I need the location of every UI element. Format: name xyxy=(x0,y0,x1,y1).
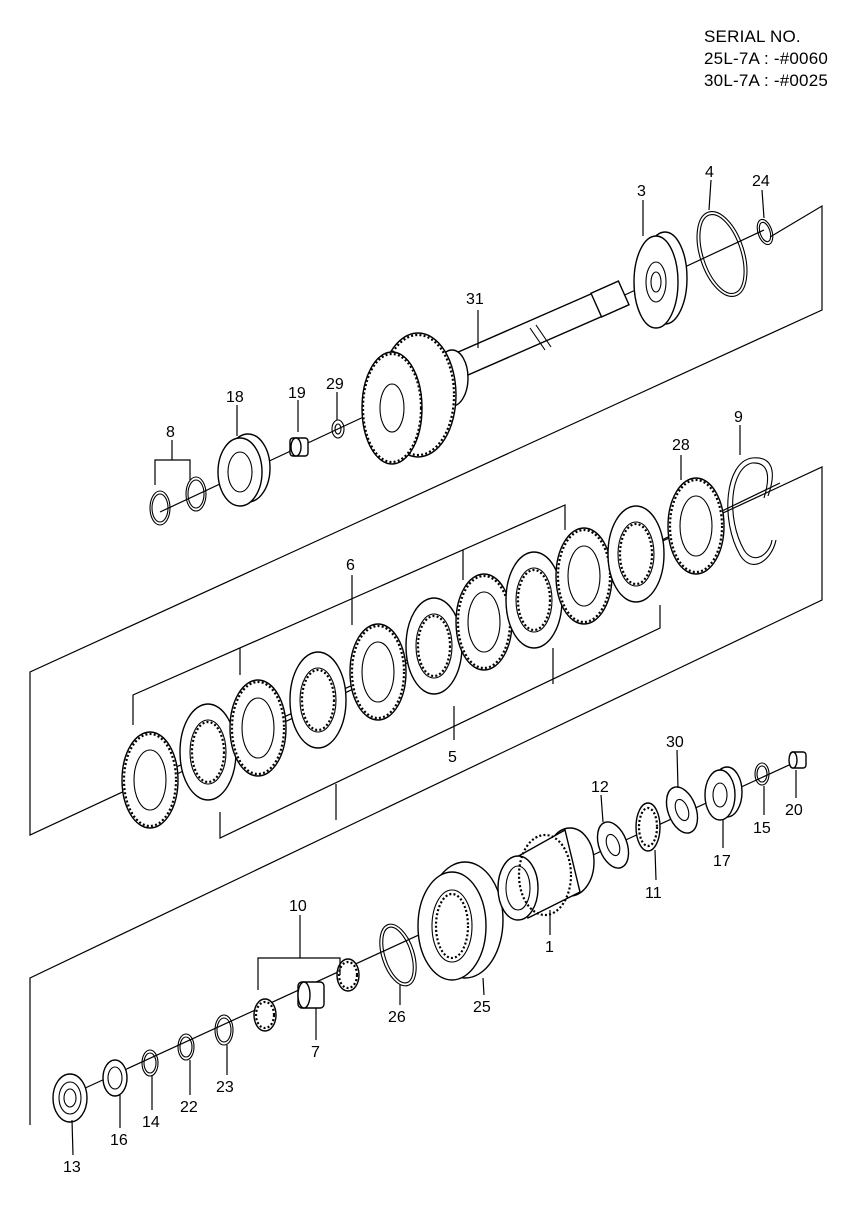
label-23: 23 xyxy=(216,1079,234,1096)
label-15: 15 xyxy=(753,820,771,837)
part-19-needle-bearing xyxy=(289,437,309,457)
label-28: 28 xyxy=(672,437,690,454)
part-15-ring xyxy=(754,762,770,786)
part-12-washer xyxy=(596,821,630,869)
leader-lines xyxy=(71,179,797,1156)
part-13-spring xyxy=(52,1073,88,1123)
label-26: 26 xyxy=(388,1009,406,1026)
serial-line-25l: 25L-7A : -#0060 xyxy=(704,49,828,68)
part-4-snap-ring xyxy=(696,211,748,297)
part-3-hub-disc xyxy=(633,231,688,329)
part-8-snap-rings xyxy=(149,476,207,526)
label-24: 24 xyxy=(752,173,770,190)
part-17-bearing xyxy=(704,766,743,821)
label-7: 7 xyxy=(311,1044,320,1061)
label-16: 16 xyxy=(110,1132,128,1149)
part-9-snap-ring xyxy=(727,457,777,565)
label-8: 8 xyxy=(166,424,175,441)
part-31-shaft-gear xyxy=(361,280,630,465)
part-clutch-pack xyxy=(121,477,725,829)
label-12: 12 xyxy=(591,779,609,796)
label-3: 3 xyxy=(637,183,646,200)
label-5: 5 xyxy=(448,749,457,766)
label-19: 19 xyxy=(288,385,306,402)
part-labels: 3 4 24 31 18 19 29 8 28 9 6 5 12 30 15 2… xyxy=(63,164,803,1176)
part-30-washer xyxy=(665,786,699,834)
part-1-sleeve xyxy=(497,827,595,921)
label-29: 29 xyxy=(326,376,344,393)
label-22: 22 xyxy=(180,1099,198,1116)
serial-line-30l: 30L-7A : -#0025 xyxy=(704,71,828,90)
label-4: 4 xyxy=(705,164,714,181)
part-18-bearing xyxy=(217,433,271,507)
part-26-snap-ring xyxy=(379,923,417,987)
serial-heading: SERIAL NO. xyxy=(704,27,801,46)
label-30: 30 xyxy=(666,734,684,751)
part-24-ring xyxy=(756,218,774,246)
part-20-bushing xyxy=(788,751,807,769)
part-10-needle-bearings xyxy=(253,958,360,1032)
label-1: 1 xyxy=(545,939,554,956)
part-11-bearing xyxy=(635,802,661,852)
part-22-ring xyxy=(177,1033,195,1061)
label-18: 18 xyxy=(226,389,244,406)
label-31: 31 xyxy=(466,291,484,308)
label-25: 25 xyxy=(473,999,491,1016)
part-7-spacer xyxy=(297,981,325,1009)
label-20: 20 xyxy=(785,802,803,819)
label-11: 11 xyxy=(645,885,662,902)
part-14-ring xyxy=(141,1049,159,1077)
label-9: 9 xyxy=(734,409,743,426)
part-23-ring xyxy=(214,1014,234,1046)
part-29-washer xyxy=(331,419,345,439)
label-13: 13 xyxy=(63,1159,81,1176)
label-17: 17 xyxy=(713,853,731,870)
label-14: 14 xyxy=(142,1114,160,1131)
serial-number-block: SERIAL NO. 25L-7A : -#0060 30L-7A : -#00… xyxy=(704,26,828,92)
part-16-bearing xyxy=(102,1059,128,1097)
label-10: 10 xyxy=(289,898,307,915)
part-25-drum xyxy=(417,861,504,981)
label-6: 6 xyxy=(346,557,355,574)
group-frame-lines xyxy=(29,204,823,1125)
